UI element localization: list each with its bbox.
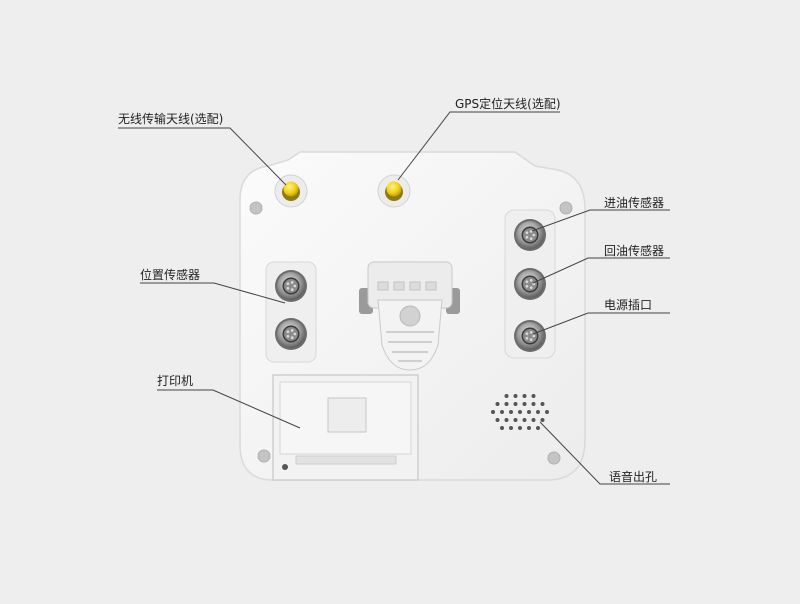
gps-antenna-connector <box>377 174 411 208</box>
speaker-hole <box>504 394 509 398</box>
leader-oil-in <box>531 209 670 232</box>
speaker-hole <box>540 418 545 422</box>
speaker-hole <box>527 410 531 414</box>
speaker-hole <box>518 426 522 430</box>
speaker-hole <box>531 394 536 398</box>
speaker-hole <box>522 402 527 406</box>
speaker-hole <box>504 418 509 422</box>
leader-oil-ret <box>532 257 670 284</box>
position-sensor-connector-1 <box>275 270 307 302</box>
mount-hole-bottom-left <box>257 449 271 463</box>
mounting-bracket <box>359 261 460 371</box>
speaker-hole <box>495 402 500 406</box>
leader-wireless <box>118 127 287 186</box>
speaker-hole <box>545 410 549 414</box>
speaker-hole <box>527 426 531 430</box>
leader-speaker <box>539 421 670 485</box>
mount-hole-top-left <box>249 201 263 215</box>
leader-printer <box>157 389 301 429</box>
mount-hole-top-right <box>559 201 573 215</box>
speaker-hole <box>491 410 495 414</box>
leader-gps <box>397 111 560 181</box>
label-oil-inlet-sensor: 进油传感器 <box>604 196 665 210</box>
label-power-socket: 电源插口 <box>604 298 653 312</box>
speaker-hole <box>509 426 513 430</box>
speaker-hole <box>522 418 527 422</box>
speaker-hole <box>518 410 522 414</box>
leader-power <box>532 312 670 335</box>
printer-unit <box>272 374 419 481</box>
oil-return-connector <box>514 268 546 300</box>
speaker-hole <box>531 402 536 406</box>
label-gps-antenna: GPS定位天线(选配) <box>455 97 561 111</box>
speaker-hole <box>513 418 518 422</box>
label-oil-return-sensor: 回油传感器 <box>604 244 665 258</box>
speaker-hole <box>531 418 536 422</box>
speaker-hole <box>504 402 509 406</box>
power-socket-connector <box>514 320 546 352</box>
leader-position <box>140 282 286 304</box>
speaker-grille <box>491 394 549 430</box>
speaker-hole <box>536 426 540 430</box>
speaker-hole <box>509 410 513 414</box>
wireless-antenna-connector <box>274 174 308 208</box>
speaker-hole <box>513 394 518 398</box>
speaker-hole <box>536 410 540 414</box>
speaker-hole <box>540 402 545 406</box>
speaker-hole <box>513 402 518 406</box>
speaker-hole <box>522 394 527 398</box>
label-speaker-hole: 语音出孔 <box>609 470 658 484</box>
oil-inlet-connector <box>514 219 546 251</box>
speaker-hole <box>500 426 504 430</box>
position-sensor-connector-2 <box>275 318 307 350</box>
speaker-hole <box>500 410 504 414</box>
label-position-sensor: 位置传感器 <box>140 268 201 282</box>
label-wireless-antenna: 无线传输天线(选配) <box>118 112 224 126</box>
label-printer: 打印机 <box>157 374 194 388</box>
mount-hole-bottom-right <box>547 451 561 465</box>
speaker-hole <box>495 418 500 422</box>
